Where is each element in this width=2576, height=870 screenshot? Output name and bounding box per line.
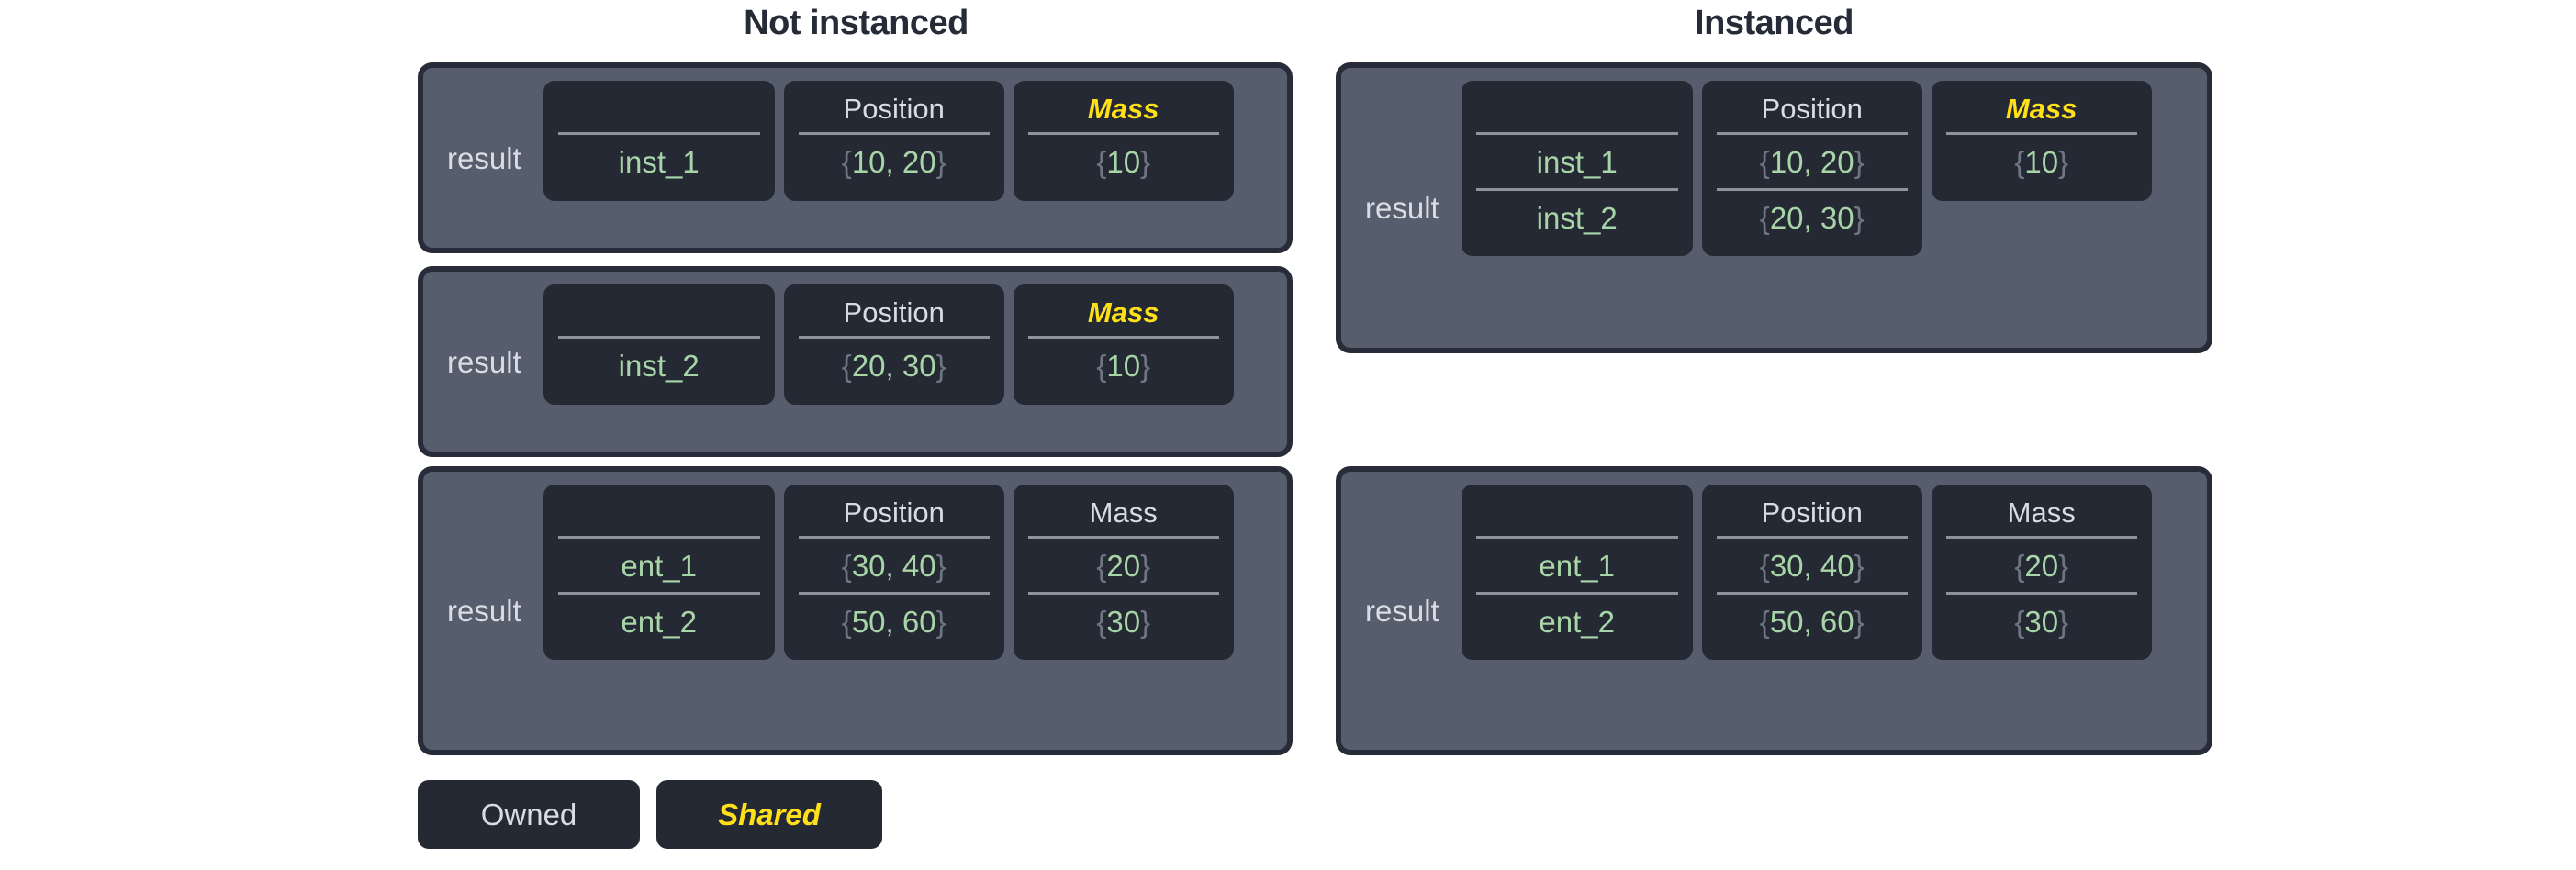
entity-name-column: inst_2 <box>543 284 775 405</box>
component-columns: inst_1 Position {10, 20} Mass {10} <box>543 81 1234 201</box>
table-cell: inst_1 <box>557 132 760 188</box>
column-header-shared: Mass <box>2005 93 2078 125</box>
table-cell: {30, 40} <box>1716 536 1908 592</box>
entity-name-column: ent_1 ent_2 <box>543 485 775 661</box>
result-label: result <box>1365 191 1439 225</box>
column-header: Position <box>1761 93 1863 125</box>
entity-name-column: inst_1 <box>543 81 775 201</box>
result-label: result <box>447 344 521 379</box>
column-header: Position <box>1761 496 1863 529</box>
table-cell: inst_2 <box>557 336 760 392</box>
column-header-shared: Mass <box>1087 296 1159 329</box>
table-cell: ent_1 <box>557 536 760 592</box>
component-columns: ent_1 ent_2 Position {30, 40} {50, 60} M… <box>1461 485 2152 661</box>
table-cell: {20} <box>1027 536 1219 592</box>
legend-item-shared: Shared <box>656 780 882 849</box>
result-label: result <box>447 140 521 175</box>
result-panel: result ent_1 ent_2 Position {30, 40} {50… <box>1336 466 2212 755</box>
component-columns: inst_2 Position {20, 30} Mass {10} <box>543 284 1234 405</box>
table-cell: {20, 30} <box>798 336 990 392</box>
legend: Owned Shared <box>418 780 882 849</box>
table-cell: {10, 20} <box>1716 132 1908 188</box>
column-header-shared: Mass <box>1087 93 1159 125</box>
result-panel: result inst_2 Position {20, 30} Mass {10… <box>418 266 1293 457</box>
table-cell: {10} <box>1027 336 1219 392</box>
table-cell: {50, 60} <box>798 591 990 648</box>
table-cell: {10} <box>1945 132 2137 188</box>
component-column-position: Position {30, 40} {50, 60} <box>1701 485 1922 661</box>
column-header: Mass <box>1089 496 1158 529</box>
component-column-position: Position {10, 20} <box>783 81 1004 201</box>
component-column-position: Position {20, 30} <box>783 284 1004 405</box>
result-panel: result inst_1 inst_2 Position {10, 20} {… <box>1336 62 2212 353</box>
table-cell: {30} <box>1027 591 1219 648</box>
table-cell: {20, 30} <box>1716 187 1908 244</box>
column-header: Position <box>843 296 945 329</box>
component-column-mass-shared: Mass {10} <box>1931 81 2152 201</box>
component-column-mass: Mass {10} <box>1013 81 1234 201</box>
table-cell: inst_2 <box>1475 187 1678 244</box>
component-column-mass: Mass {10} <box>1013 284 1234 405</box>
component-column-mass: Mass {20} {30} <box>1931 485 2152 661</box>
result-panel: result inst_1 Position {10, 20} Mass {10… <box>418 62 1293 253</box>
column-header <box>1476 90 1678 132</box>
table-cell: ent_2 <box>557 591 760 648</box>
column-header <box>558 90 760 132</box>
column-title-not-instanced: Not instanced <box>744 4 969 42</box>
entity-name-column: ent_1 ent_2 <box>1461 485 1693 661</box>
result-label: result <box>1365 594 1439 628</box>
component-columns: ent_1 ent_2 Position {30, 40} {50, 60} M… <box>543 485 1234 661</box>
table-cell: ent_2 <box>1475 591 1678 648</box>
column-header <box>1476 494 1678 536</box>
result-label: result <box>447 594 521 628</box>
component-column-position: Position {30, 40} {50, 60} <box>783 485 1004 661</box>
result-panel: result ent_1 ent_2 Position {30, 40} {50… <box>418 466 1293 755</box>
table-cell: {10, 20} <box>798 132 990 188</box>
entity-name-column: inst_1 inst_2 <box>1461 81 1693 257</box>
table-cell: {30, 40} <box>798 536 990 592</box>
column-header: Position <box>843 496 945 529</box>
column-header <box>558 294 760 336</box>
column-header: Mass <box>2007 496 2076 529</box>
table-cell: {10} <box>1027 132 1219 188</box>
table-cell: {50, 60} <box>1716 591 1908 648</box>
table-cell: {30} <box>1945 591 2137 648</box>
table-cell: ent_1 <box>1475 536 1678 592</box>
table-cell: inst_1 <box>1475 132 1678 188</box>
component-columns: inst_1 inst_2 Position {10, 20} {20, 30}… <box>1461 81 2152 257</box>
legend-item-owned: Owned <box>418 780 640 849</box>
column-title-instanced: Instanced <box>1695 4 1854 42</box>
column-header: Position <box>843 93 945 125</box>
table-cell: {20} <box>1945 536 2137 592</box>
component-column-mass: Mass {20} {30} <box>1013 485 1234 661</box>
column-header <box>558 494 760 536</box>
component-column-position: Position {10, 20} {20, 30} <box>1701 81 1922 257</box>
